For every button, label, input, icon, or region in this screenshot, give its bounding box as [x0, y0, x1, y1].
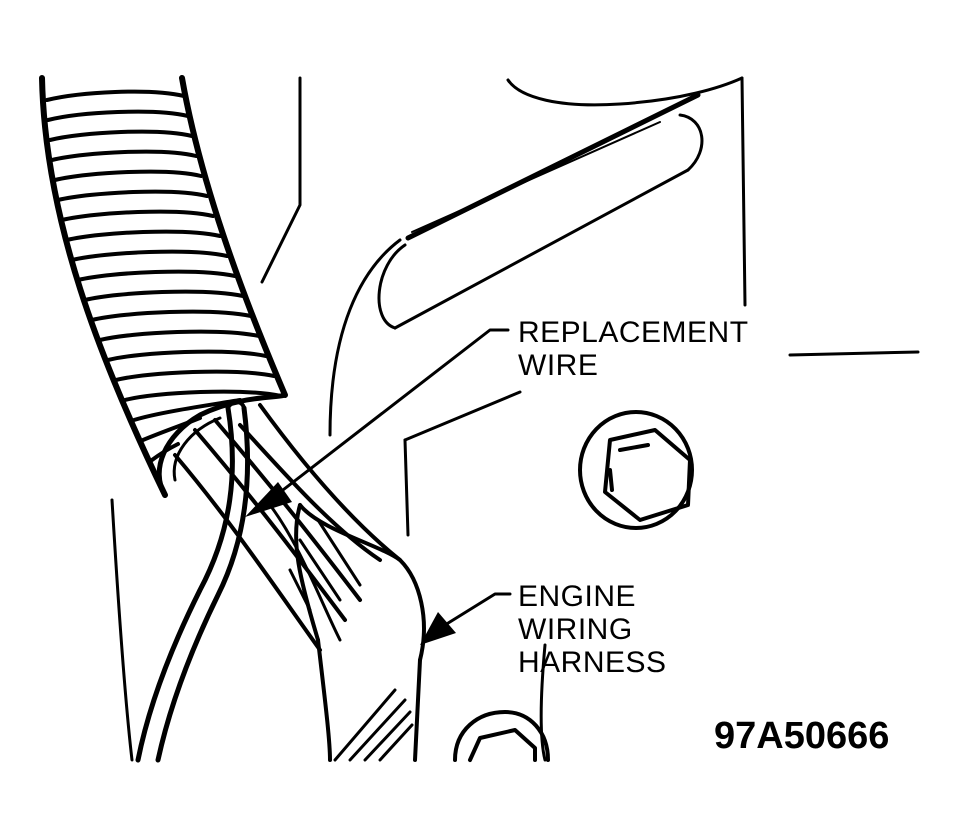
engine-wiring-harness-label-line1: ENGINE: [518, 580, 636, 613]
engine-wiring-harness-label-line2: WIRING: [518, 613, 633, 646]
engine-wiring-harness-label-line3: HARNESS: [518, 646, 667, 679]
bolt-upper: [578, 410, 694, 530]
bolt-lower: [453, 710, 550, 762]
replacement-wire-label-line1: REPLACEMENT: [518, 316, 749, 349]
engine-wiring-harness: [173, 403, 426, 762]
engine-bracket: [260, 76, 920, 762]
harness-leader: [420, 592, 512, 645]
replacement-wire-label-line2: WIRE: [518, 349, 598, 382]
panel-edge-left: [110, 498, 134, 762]
corrugated-conduit: [39, 75, 288, 498]
replacement-wire-leader: [245, 328, 510, 517]
replacement-wire: [135, 400, 251, 763]
figure-id: 97A50666: [714, 715, 889, 757]
